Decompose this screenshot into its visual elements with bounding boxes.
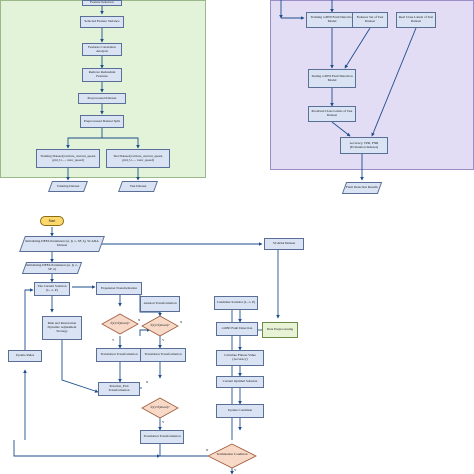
preprocessed-dataset-box: Preprocessed Dataset: [78, 93, 126, 104]
termination-diamond: [207, 443, 257, 469]
expansion-box: Expansion Transformation: [96, 282, 142, 295]
dataset-split-box: Preprocessed Dataset Split: [80, 115, 124, 128]
update-condition-box: Update Condition: [216, 404, 264, 418]
decision-label-3: f(x)<f(xbest)?: [150, 405, 170, 409]
termination-label: Termination Condition: [216, 452, 248, 456]
real-labels-box: Real Class Labels of Test Dataset: [396, 12, 436, 28]
test-features-box: Test Dataset(cavitate_current_speed, gri…: [106, 149, 170, 168]
translation-box-1: Translation Transformation: [96, 348, 142, 362]
current-optimal-box: Current Optimal Solution: [216, 376, 264, 388]
current-solution-box: The Current Solution (L, σ, P): [34, 282, 70, 296]
rotation-exit-box: Rotation_Exit Transformation: [98, 382, 140, 396]
translation-box-3: Translation Transformation: [140, 430, 184, 444]
no-label-2: N: [180, 320, 183, 324]
scada-dataset-box: SCADA Dataset: [264, 238, 304, 250]
axesion-box: Axesion Transformation: [140, 296, 180, 312]
feature-selection-box: Feature Selection: [82, 0, 122, 6]
feature-variance-box: Selected Feature Variance: [80, 16, 124, 28]
predicted-labels-box: Predicted Class Labels of Test Dataset: [308, 106, 356, 122]
feature-correlation-box: Features Correlation Analysis: [82, 43, 122, 56]
decision-label-2: f(x)<f(xbest)?: [150, 323, 170, 327]
calc-fitness-box: Calculate Fitness Value (Accuracy): [216, 350, 264, 366]
data-preprocessing-box: Data Preprocessing: [262, 322, 298, 338]
decision-diamond-1: [101, 313, 139, 335]
translation-box-2: Translation Transformation: [140, 348, 186, 362]
risk-restoration-box: Risk and Restoration Dynamic Adjustment …: [42, 316, 82, 340]
evaluation-box: Accuracy, TPR, FNR (Evaluation Indexes): [340, 137, 388, 154]
yes-label-3: Y: [162, 420, 165, 424]
testing-model-box: Testing roDNI Fault Detection Model: [308, 69, 356, 88]
yes-label-term: Y: [234, 468, 237, 472]
decision-diamond-3: [141, 397, 179, 419]
no-label-1: N: [138, 318, 141, 322]
no-label-3: N: [146, 380, 149, 384]
training-features-box: Training Dataset(cavitate_current_speed,…: [36, 149, 100, 168]
features-test-box: Features Set of Test Dataset: [352, 12, 388, 28]
start-terminal: Start: [40, 216, 64, 226]
yes-label-2: Y: [162, 338, 165, 342]
candidate-solution-box: Candidate Solution (L, σ, P): [214, 296, 258, 310]
decision-label-1: f(x)<f(xbest)?: [110, 321, 130, 325]
remove-redundant-box: Remove Redundant Features: [82, 68, 122, 82]
yes-label-1: Y: [112, 338, 115, 342]
update-rules-box: Update Rules: [8, 350, 42, 362]
training-model-box: Training roDNI Fault Detection Model: [306, 12, 358, 28]
decision-diamond-2: [141, 315, 179, 337]
rodni-detection-box: roDNI Fault Detection: [216, 322, 258, 336]
no-label-term: N: [206, 448, 209, 452]
